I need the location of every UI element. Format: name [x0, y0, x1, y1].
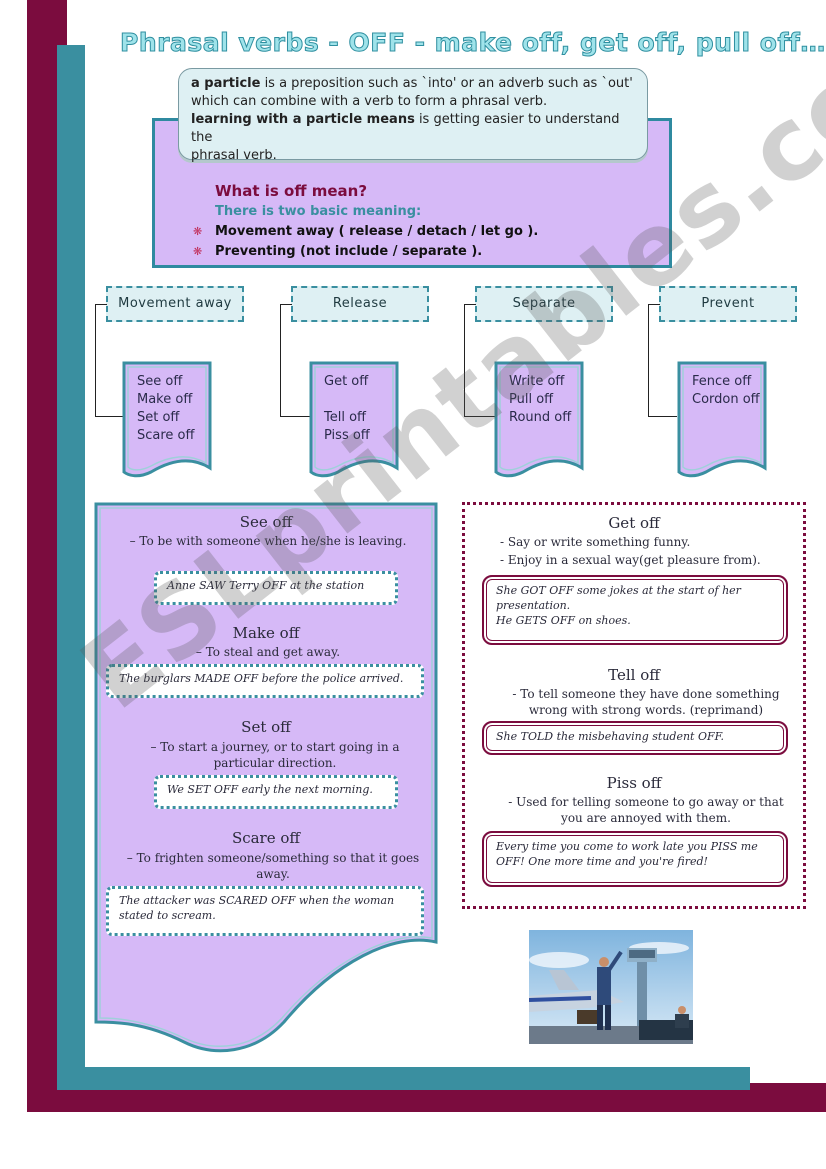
note-text-2: which can combine with a verb to form a … — [191, 94, 548, 109]
verb-list-prevent: Fence off Cordon off — [676, 360, 768, 480]
airport-farewell-image — [529, 930, 693, 1044]
category-separate: Separate — [475, 286, 613, 322]
entry-definition: - Say or write something funny. — [500, 535, 691, 549]
example-make-off: The burglars MADE OFF before the police … — [106, 664, 424, 698]
example-set-off: We SET OFF early the next morning. — [154, 775, 398, 809]
category-prevent: Prevent — [659, 286, 797, 322]
connector-line — [280, 304, 292, 305]
verb-item: Scare off — [137, 428, 195, 443]
verb-item: Cordon off — [692, 392, 760, 407]
verb-item: Round off — [509, 410, 572, 425]
entry-definition: - Enjoy in a sexual way(get pleasure fro… — [500, 553, 761, 567]
verb-item: Get off — [324, 374, 369, 389]
note-term-2: learning with a particle means — [191, 112, 415, 127]
connector-line — [464, 304, 476, 305]
connector-line — [95, 304, 107, 305]
verb-item: Tell off — [324, 410, 366, 425]
meaning-bullet: ❋Movement away ( release / detach / let … — [193, 224, 539, 239]
verb-item: Pull off — [509, 392, 554, 407]
verb-item: Set off — [137, 410, 180, 425]
example-see-off: Anne SAW Terry OFF at the station — [154, 571, 398, 605]
note-term: a particle — [191, 76, 261, 91]
category-movement-away: Movement away — [106, 286, 244, 322]
verb-list-separate: Write off Pull off Round off — [493, 360, 585, 480]
connector-line — [280, 304, 311, 417]
entry-heading-piss-off: Piss off — [606, 774, 662, 792]
connector-line — [648, 304, 660, 305]
entry-definition: – To be with someone when he/she is leav… — [129, 534, 407, 548]
note-text-3: is getting easier to understand the — [191, 112, 620, 145]
entry-heading-tell-off: Tell off — [608, 666, 660, 684]
connector-line — [464, 304, 495, 417]
note-text: is a preposition such as `into' or an ad… — [260, 76, 633, 91]
bullet-icon: ❋ — [193, 225, 203, 238]
meaning-bullet: ❋Preventing (not include / separate ). — [193, 244, 483, 259]
category-release: Release — [291, 286, 429, 322]
verb-item: Write off — [509, 374, 565, 389]
connector-line — [648, 304, 677, 417]
meaning-title: What is off mean? — [215, 182, 368, 200]
entry-definition: – To start a journey, or to start going … — [150, 740, 400, 770]
particle-note: a particle is a preposition such as `int… — [178, 68, 648, 163]
page-title: Phrasal verbs - OFF - make off, get off,… — [120, 28, 826, 58]
entry-heading-scare-off: Scare off — [231, 829, 301, 847]
example-scare-off: The attacker was SCARED OFF when the wom… — [106, 886, 424, 936]
connector-line — [95, 304, 123, 417]
entry-definition: – To frighten someone/something so that … — [126, 851, 420, 881]
verb-item — [324, 391, 370, 409]
right-definitions-panel — [462, 502, 806, 909]
meaning-subtitle: There is two basic meaning: — [215, 204, 422, 219]
verb-item: Make off — [137, 392, 193, 407]
entry-definition: - To tell someone they have done somethi… — [512, 687, 780, 717]
example-get-off: She GOT OFF some jokes at the start of h… — [482, 575, 788, 645]
verb-list-release: Get off Tell off Piss off — [308, 360, 400, 480]
entry-definition: - Used for telling someone to go away or… — [508, 795, 784, 825]
verb-item: Fence off — [692, 374, 752, 389]
entry-definition: – To steal and get away. — [195, 645, 341, 659]
bottom-teal-border — [57, 1067, 750, 1090]
verb-item: Piss off — [324, 428, 370, 443]
verb-list-movement-away: See off Make off Set off Scare off — [121, 360, 213, 480]
left-teal-border — [57, 45, 85, 1090]
entry-heading-set-off: Set off — [241, 718, 291, 736]
bullet-icon: ❋ — [193, 245, 203, 258]
entry-heading-make-off: Make off — [232, 624, 300, 642]
entry-heading-see-off: See off — [239, 513, 293, 531]
verb-item: See off — [137, 374, 183, 389]
example-tell-off: She TOLD the misbehaving student OFF. — [482, 721, 788, 755]
example-piss-off: Every time you come to work late you PIS… — [482, 831, 788, 887]
note-text-4: phrasal verb. — [191, 148, 277, 163]
entry-heading-get-off: Get off — [608, 514, 660, 532]
